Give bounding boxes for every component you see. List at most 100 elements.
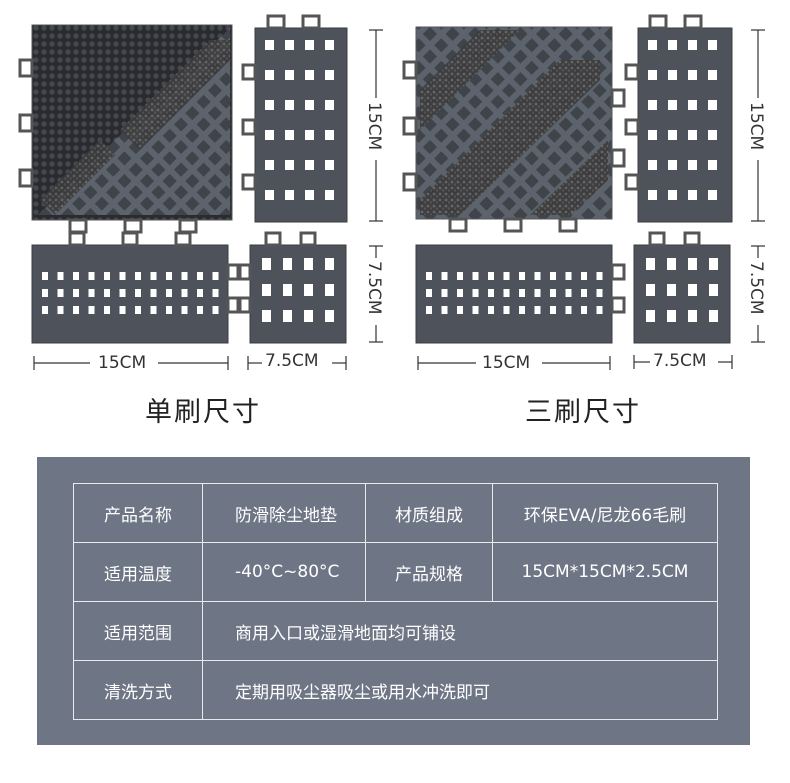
tile-hole [688, 258, 697, 270]
tile-hole [668, 70, 677, 80]
tile-hole [285, 190, 294, 200]
spec-label-cleaning: 清洗方式 [73, 660, 203, 720]
tile-hole [550, 272, 556, 280]
tile-hole [73, 306, 79, 314]
tile-hole [135, 272, 141, 280]
tile-hole [503, 272, 510, 280]
tile-hole [708, 190, 717, 200]
tile-hole [57, 272, 64, 280]
dim-label-15cm-left-vertical: 15CM [364, 102, 384, 151]
tile-hole [550, 289, 556, 297]
tile-hole [325, 284, 334, 296]
tile-hole [57, 289, 64, 297]
tile-hole [305, 190, 314, 200]
single-brush-side-view [241, 14, 348, 223]
tile-hole [648, 130, 657, 140]
tile-hole [135, 289, 141, 297]
tile-hole [285, 40, 294, 50]
tile-hole [212, 289, 219, 297]
dimension-lines-right [417, 29, 765, 370]
tile-hole [305, 100, 314, 110]
tile-hole [565, 289, 572, 297]
tile-hole [667, 258, 676, 270]
table-row: 清洗方式 定期用吸尘器吸尘或用水冲洗即可 [73, 660, 718, 720]
spec-table: 产品名称 防滑除尘地垫 材质组成 环保EVA/尼龙66毛刷 适用温度 -40°C… [73, 483, 718, 720]
tile-hole [708, 100, 717, 110]
tile-hole [596, 289, 603, 297]
dim-label-7-5cm-left-vertical: 7.5CM [364, 261, 384, 315]
tile-hole [709, 258, 718, 270]
tile-hole [688, 130, 697, 140]
tile-hole [519, 289, 525, 297]
tile-hole [441, 272, 448, 280]
tile-hole [708, 70, 717, 80]
tile-hole [305, 70, 314, 80]
tile-hole [472, 289, 479, 297]
tile-hole [441, 306, 448, 314]
spec-label-size: 产品规格 [365, 542, 493, 602]
spec-label-scope: 适用范围 [73, 601, 203, 661]
spec-panel: 产品名称 防滑除尘地垫 材质组成 环保EVA/尼龙66毛刷 适用温度 -40°C… [37, 457, 750, 745]
spec-value-product-name: 防滑除尘地垫 [202, 483, 366, 543]
tile-hole [488, 272, 494, 280]
spec-label-temperature: 适用温度 [73, 542, 203, 602]
tile-hole [104, 306, 110, 314]
table-row: 适用范围 商用入口或湿滑地面均可铺设 [73, 601, 718, 661]
table-row: 产品名称 防滑除尘地垫 材质组成 环保EVA/尼龙66毛刷 [73, 483, 718, 543]
tile-hole [73, 289, 79, 297]
spec-value-size: 15CM*15CM*2.5CM [492, 542, 718, 602]
triple-brush-bottom-view [415, 244, 626, 344]
tile-hole [283, 258, 292, 270]
dim-label-7-5cm-left: 7.5CM [265, 351, 319, 371]
tile-hole [708, 130, 717, 140]
dim-label-15cm-right: 15CM [482, 353, 531, 373]
tile-hole [646, 310, 655, 322]
tile-hole [325, 70, 334, 80]
tile-hole [166, 272, 172, 280]
tile-hole [262, 258, 271, 270]
tile-hole [197, 289, 203, 297]
tile-hole [457, 289, 463, 297]
triple-brush-tile-top [402, 26, 626, 233]
tile-hole [88, 306, 95, 314]
tile-hole [668, 130, 677, 140]
tile-hole [441, 289, 448, 297]
tile-hole [519, 272, 525, 280]
tile-hole [325, 40, 334, 50]
tile-hole [581, 306, 587, 314]
tile-hole [285, 70, 294, 80]
tile-hole [73, 272, 79, 280]
tile-hole [285, 100, 294, 110]
tile-hole [668, 160, 677, 170]
tile-hole [325, 100, 334, 110]
triple-brush-side-view [624, 14, 733, 223]
tile-hole [325, 160, 334, 170]
tile-hole [325, 190, 334, 200]
tile-hole [426, 272, 432, 280]
tile-hole [42, 306, 48, 314]
tile-hole [596, 306, 603, 314]
spec-value-scope: 商用入口或湿滑地面均可铺设 [202, 601, 718, 661]
tile-hole [181, 289, 188, 297]
triple-brush-caption: 三刷尺寸 [525, 397, 641, 428]
spec-value-temperature: -40°C~80°C [202, 542, 366, 602]
tile-hole [265, 130, 274, 140]
table-row: 适用温度 -40°C~80°C 产品规格 15CM*15CM*2.5CM [73, 542, 718, 602]
tile-hole [135, 306, 141, 314]
tile-hole [197, 272, 203, 280]
single-brush-caption: 单刷尺寸 [145, 397, 261, 428]
tile-hole [708, 160, 717, 170]
tile-hole [304, 284, 313, 296]
tile-hole [688, 310, 697, 322]
tile-hole [668, 100, 677, 110]
tile-hole [503, 306, 510, 314]
tile-hole [688, 100, 697, 110]
tile-hole [305, 40, 314, 50]
tile-hole [104, 272, 110, 280]
tile-hole [708, 40, 717, 50]
single-brush-tile-top [18, 24, 233, 234]
tile-hole [648, 190, 657, 200]
dim-label-15cm-right-vertical: 15CM [746, 102, 766, 151]
tile-hole [534, 272, 541, 280]
tile-hole [648, 100, 657, 110]
